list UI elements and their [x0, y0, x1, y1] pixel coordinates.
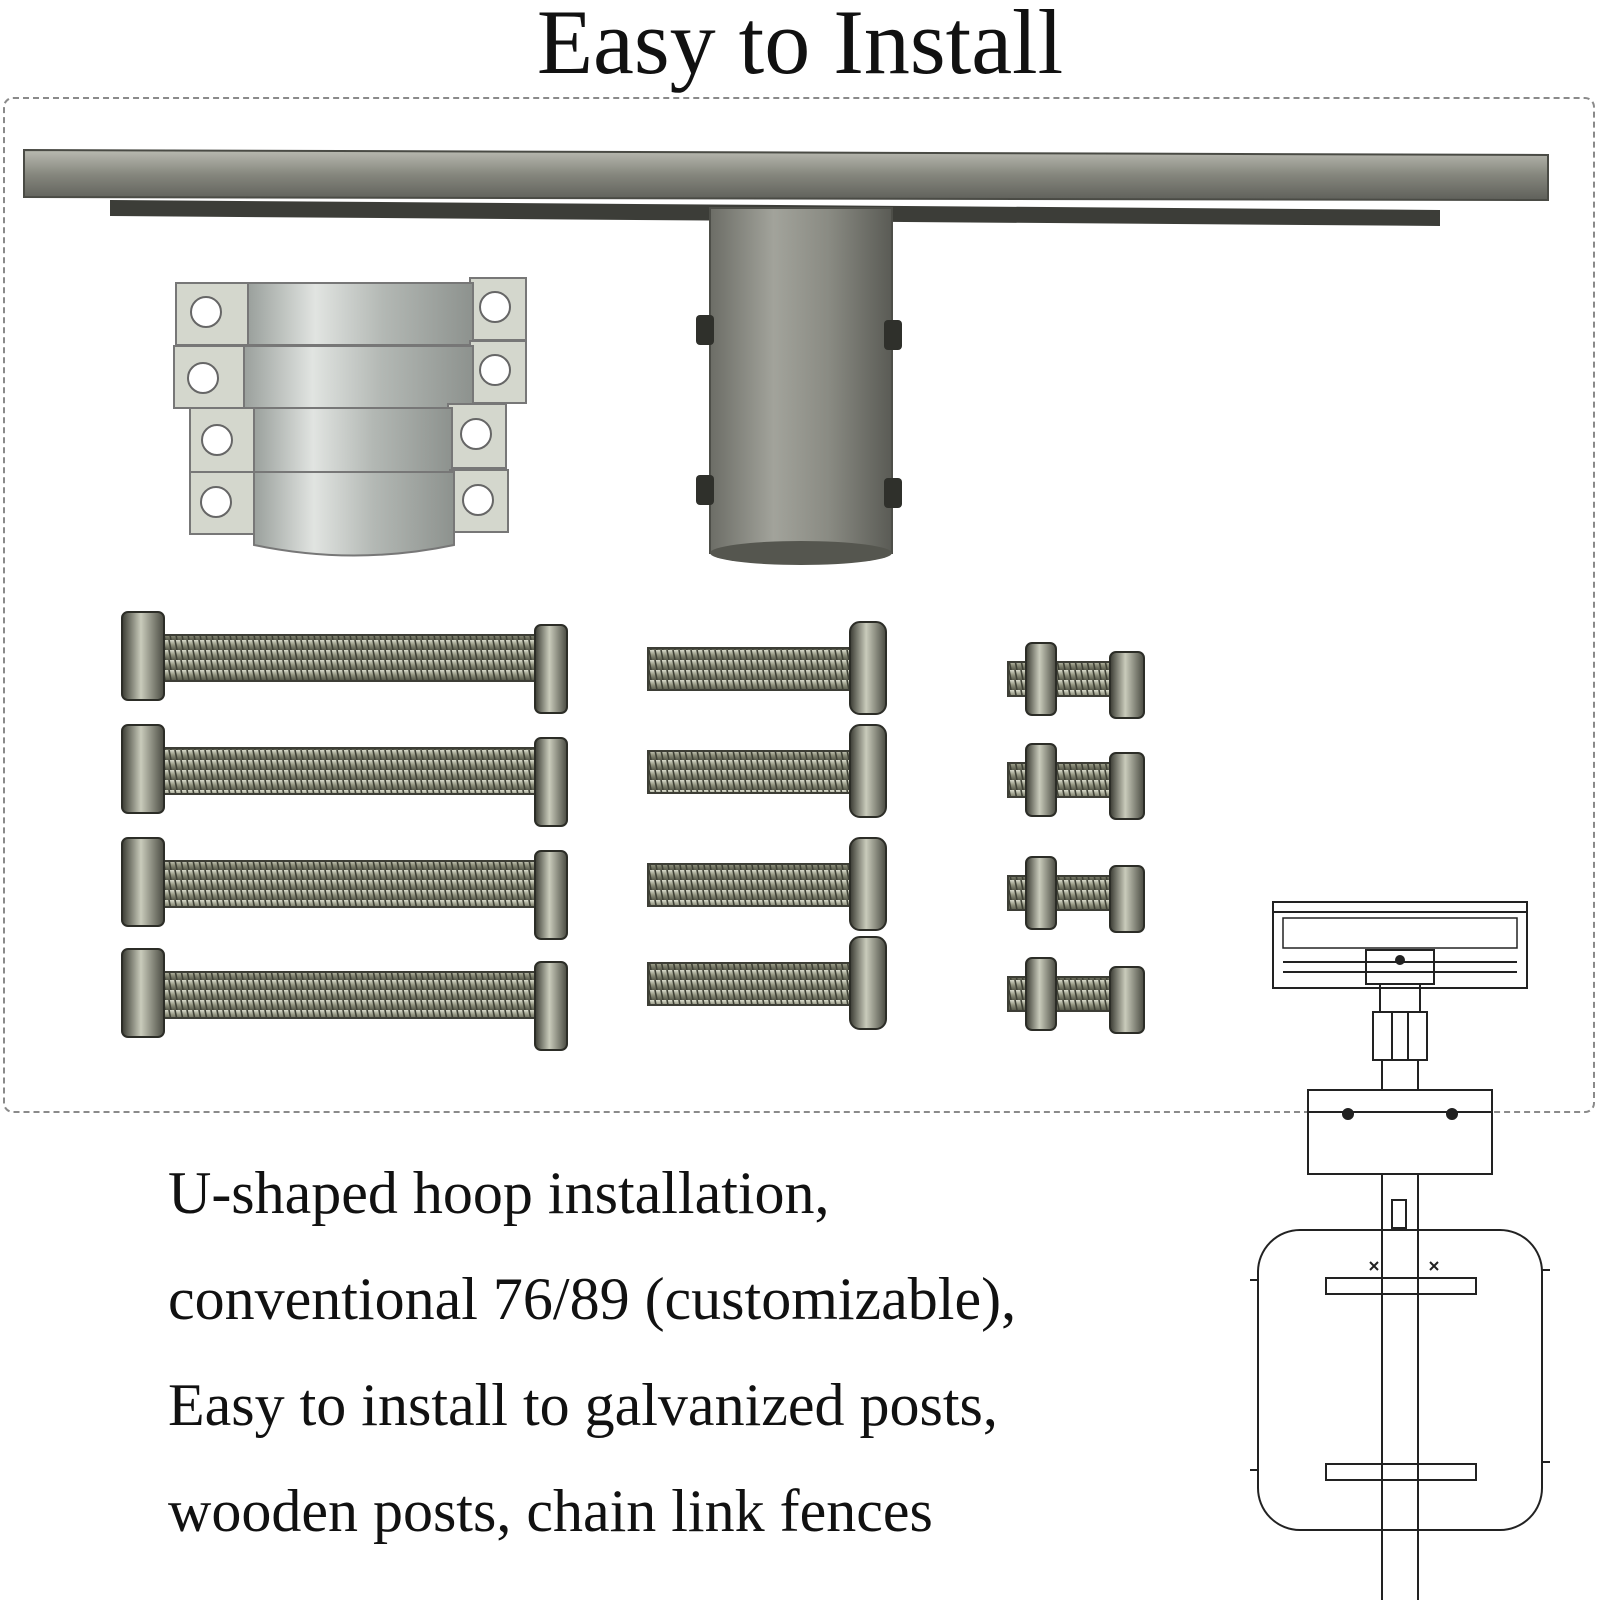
long-bolt-icon [121, 611, 568, 714]
medium-bolt-icon [647, 724, 887, 818]
long-bolts [121, 611, 568, 1051]
short-bolts [1007, 642, 1145, 1034]
medium-bolts [647, 621, 887, 1030]
short-bolt-icon [1007, 856, 1145, 933]
short-bolt-icon [1007, 957, 1145, 1034]
description-line: Easy to install to galvanized posts, [168, 1372, 998, 1438]
short-bolt-icon [1007, 642, 1145, 719]
page-title: Easy to Install [536, 0, 1064, 93]
kit-frame [3, 97, 1595, 1113]
t-bracket-icon [23, 148, 1549, 565]
description-line: U-shaped hoop installation, [168, 1160, 830, 1226]
u-hoop-clamp-icon [173, 277, 527, 557]
long-bolt-icon [121, 724, 568, 827]
description-line: wooden posts, chain link fences [168, 1478, 933, 1544]
description-line: conventional 76/89 (customizable), [168, 1266, 1017, 1332]
long-bolt-icon [121, 837, 568, 940]
short-bolt-icon [1007, 743, 1145, 820]
long-bolt-icon [121, 948, 568, 1051]
medium-bolt-icon [647, 837, 887, 931]
installation-diagram-icon [1250, 901, 1550, 1600]
installation-description: U-shaped hoop installation, conventional… [168, 1140, 1168, 1564]
medium-bolt-icon [647, 621, 887, 715]
medium-bolt-icon [647, 936, 887, 1030]
